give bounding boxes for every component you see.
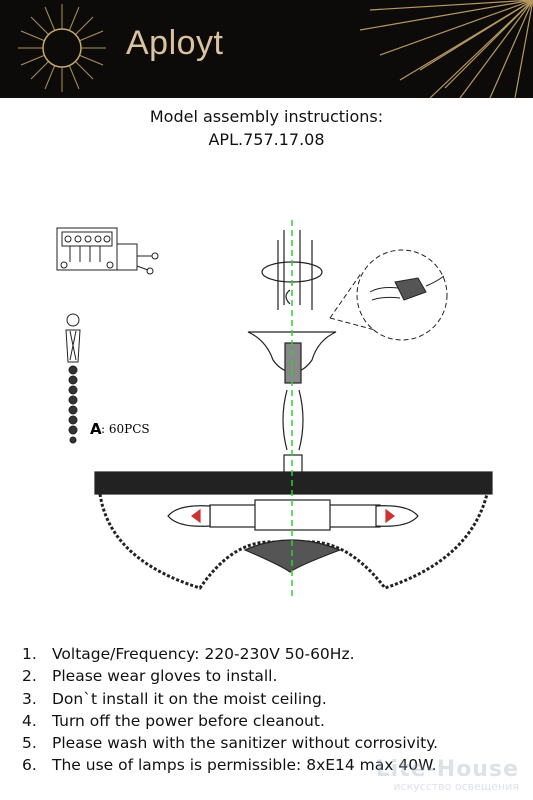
list-item: 6.The use of lamps is permissible: 8xE14…: [22, 756, 437, 775]
model-number: APL.757.17.08: [208, 130, 325, 149]
chandelier-frame-icon: [94, 471, 493, 590]
header-banner: Aployt: [0, 0, 533, 98]
canopy-icon: [247, 331, 337, 476]
wiring-terminal-icon: [56, 227, 159, 275]
list-item: 4.Turn off the power before cleanout.: [22, 711, 325, 730]
list-item: 5.Please wash with the sanitizer without…: [22, 734, 439, 753]
wire-connector-detail-icon: [329, 249, 448, 341]
sun-logo-icon: [18, 0, 533, 98]
list-item: 2.Please wear gloves to install.: [22, 667, 278, 686]
crystal-chain-icon: [65, 313, 81, 444]
instructions-list: 1.Voltage/Frequency: 220-230V 50-60Hz. 2…: [22, 643, 438, 777]
crystal-label: A: [90, 420, 102, 438]
watermark: Lite-House искусство освещения: [375, 757, 519, 793]
page-title: Model assembly instructions:: [149, 107, 384, 126]
list-item: 3.Don`t install it on the moist ceiling.: [22, 689, 327, 708]
assembly-diagram: A : 60PCS: [56, 220, 493, 600]
crystal-count: : 60PCS: [101, 422, 150, 436]
brand-logo-text: Aployt: [126, 24, 224, 62]
list-item: 1.Voltage/Frequency: 220-230V 50-60Hz.: [22, 645, 355, 663]
hanger-ring-icon: [261, 230, 323, 310]
